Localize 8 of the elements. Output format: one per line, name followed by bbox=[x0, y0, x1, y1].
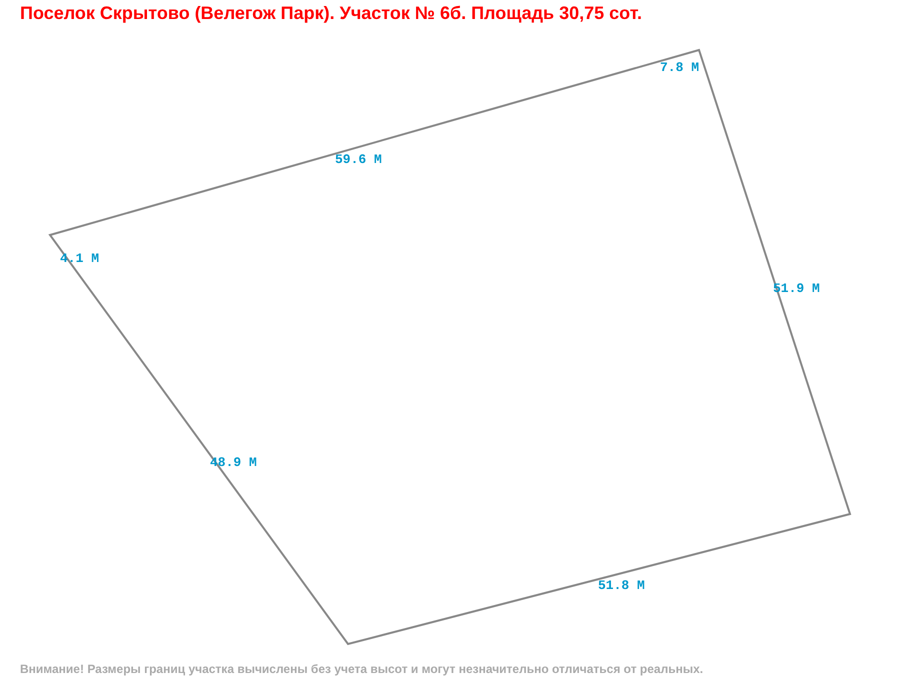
dimension-label: 4.1 М bbox=[60, 251, 100, 266]
note-text: Внимание! Размеры границ участка вычислены без учета высот и могут незначительно отличаться от реальных. bbox=[20, 662, 704, 676]
dimension-label: 48.9 М bbox=[210, 455, 257, 470]
dimension-label: 51.9 М bbox=[773, 281, 820, 296]
title: Поселок Скрытово (Велегож Парк). Участок № 6б. Площадь 30,75 сот. bbox=[20, 3, 642, 24]
dimension-label: 59.6 М bbox=[335, 152, 382, 167]
dimension-label: 7.8 М bbox=[660, 60, 700, 75]
dimension-label: 51.8 М bbox=[598, 578, 645, 593]
